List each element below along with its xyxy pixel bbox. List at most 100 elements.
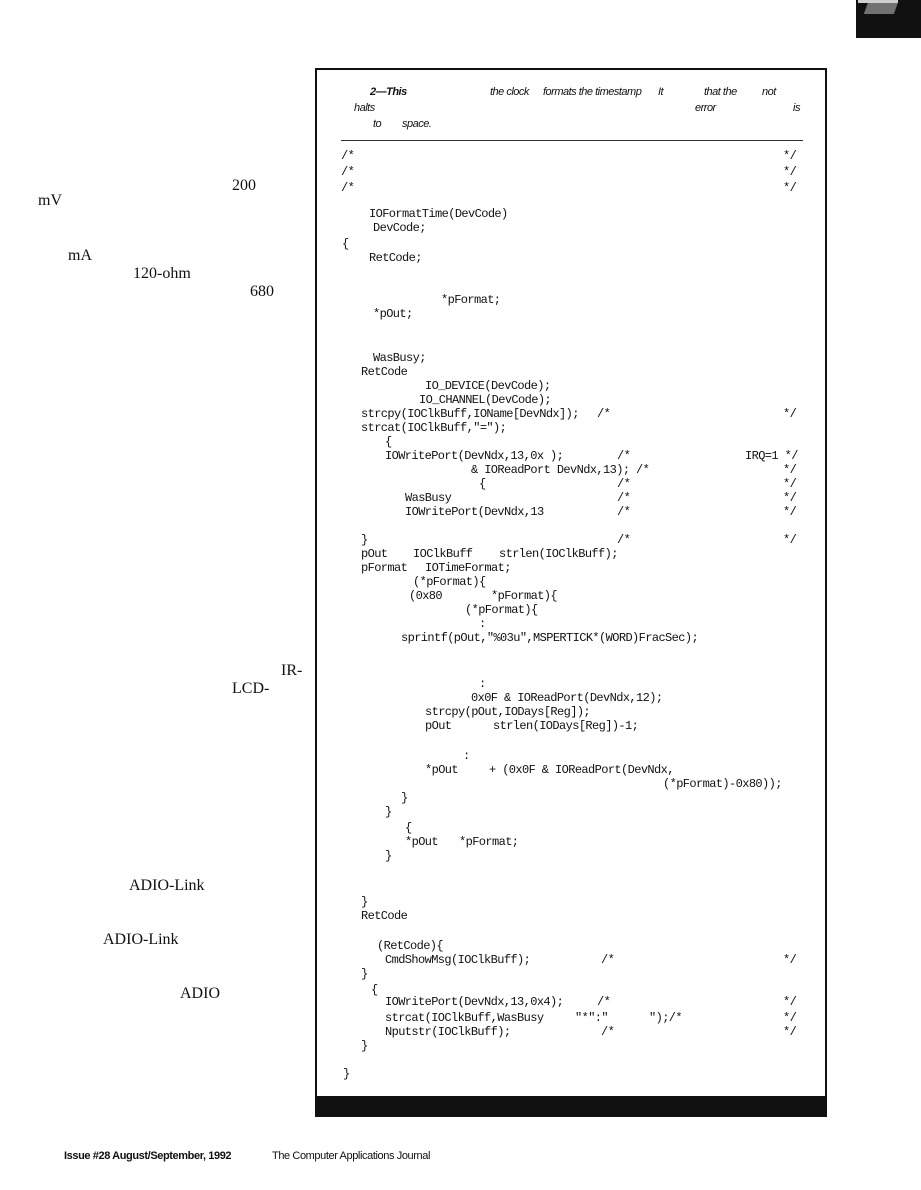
- code-fragment: }: [343, 1067, 350, 1081]
- code-fragment: DevCode;: [373, 221, 426, 235]
- code-fragment: }: [361, 1039, 368, 1053]
- left-column-fragment: ADIO-Link: [129, 877, 205, 894]
- code-fragment: */: [783, 1025, 797, 1039]
- code-fragment: {: [371, 983, 378, 997]
- code-fragment: (*pFormat)-0x80));: [663, 777, 782, 791]
- code-fragment: strcpy(IOClkBuff,IOName[DevNdx]);: [361, 407, 579, 421]
- code-fragment: IO_CHANNEL(DevCode);: [419, 393, 552, 407]
- code-fragment: /*: [617, 533, 631, 547]
- code-fragment: strlen(IOClkBuff);: [499, 547, 618, 561]
- code-fragment: */: [783, 463, 797, 477]
- code-fragment: */: [783, 477, 797, 491]
- code-fragment: */: [783, 995, 797, 1009]
- left-column-fragment: mA: [68, 247, 92, 264]
- code-fragment: */: [783, 491, 797, 505]
- code-fragment: (0x80: [409, 589, 443, 603]
- code-fragment: IOClkBuff: [413, 547, 473, 561]
- code-fragment: CmdShowMsg(IOClkBuff);: [385, 953, 531, 967]
- code-fragment: }: [361, 533, 368, 547]
- code-fragment: IOWritePort(DevNdx,13,0x4);: [385, 995, 564, 1009]
- caption-fragment: the clock: [490, 86, 529, 98]
- caption-fragment: 2—This: [370, 86, 407, 98]
- listing-caption: 2—This the clock formats the timestamp I…: [317, 70, 825, 140]
- code-fragment: (*pFormat){: [413, 575, 486, 589]
- code-fragment: sprintf(pOut,"%03u",MSPERTICK*(WORD)Frac…: [401, 631, 699, 645]
- code-fragment: & IOReadPort DevNdx,13); /*: [471, 463, 650, 477]
- code-fragment: :: [479, 617, 486, 631]
- footer-journal-title: The Computer Applications Journal: [272, 1150, 431, 1162]
- code-fragment: /*: [597, 995, 611, 1009]
- caption-fragment: space.: [402, 118, 432, 130]
- code-fragment: pFormat: [361, 561, 408, 575]
- caption-fragment: is: [793, 102, 800, 114]
- code-fragment: *pFormat;: [441, 293, 501, 307]
- left-column-fragment: mV: [38, 192, 62, 209]
- code-fragment: IOWritePort(DevNdx,13,0x );: [385, 449, 564, 463]
- code-fragment: */: [783, 149, 797, 163]
- code-fragment: */: [783, 953, 797, 967]
- code-fragment: pOut: [425, 719, 452, 733]
- code-fragment: {: [479, 477, 486, 491]
- left-column-fragment: IR-: [281, 662, 303, 679]
- code-fragment: /*: [601, 1025, 615, 1039]
- left-column-fragment: ADIO: [180, 985, 220, 1002]
- footer-issue: Issue #28 August/September, 1992: [64, 1150, 232, 1162]
- code-fragment: strcpy(pOut,IODays[Reg]);: [425, 705, 591, 719]
- code-fragment: /*: [617, 449, 631, 463]
- code-fragment: *pOut: [405, 835, 439, 849]
- code-fragment: {: [385, 435, 392, 449]
- left-column-fragment: 120-ohm: [133, 265, 191, 282]
- code-fragment: */: [783, 181, 797, 195]
- code-fragment: /*: [601, 953, 615, 967]
- code-fragment: */: [783, 505, 797, 519]
- code-fragment: ");/*: [649, 1011, 683, 1025]
- code-fragment: RetCode: [361, 909, 408, 923]
- code-fragment: pOut: [361, 547, 388, 561]
- code-fragment: */: [783, 533, 797, 547]
- left-column-fragment: LCD-: [232, 680, 270, 697]
- code-fragment: Nputstr(IOClkBuff);: [385, 1025, 511, 1039]
- code-fragment: IRQ=1 */: [745, 449, 798, 463]
- code-fragment: IOTimeFormat;: [425, 561, 511, 575]
- code-fragment: *pFormat;: [459, 835, 519, 849]
- caption-fragment: that the: [704, 86, 737, 98]
- caption-fragment: It: [658, 86, 664, 98]
- left-column-fragment: 680: [250, 283, 274, 300]
- code-fragment: WasBusy;: [373, 351, 426, 365]
- code-fragment: :: [463, 749, 470, 763]
- code-fragment: *pFormat){: [491, 589, 558, 603]
- code-fragment: strcat(IOClkBuff,"=");: [361, 421, 507, 435]
- code-fragment: }: [361, 967, 368, 981]
- left-column-fragment: ADIO-Link: [103, 931, 179, 948]
- code-fragment: RetCode;: [369, 251, 422, 265]
- code-fragment: IOWritePort(DevNdx,13: [405, 505, 544, 519]
- code-fragment: (RetCode){: [377, 939, 444, 953]
- code-fragment: "*":": [575, 1011, 609, 1025]
- code-fragment: + (0x0F & IOReadPort(DevNdx,: [489, 763, 674, 777]
- code-fragment: IOFormatTime(DevCode): [369, 207, 508, 221]
- code-fragment: /*: [597, 407, 611, 421]
- caption-fragment: formats the timestamp: [543, 86, 642, 98]
- caption-fragment: to: [373, 118, 382, 130]
- code-fragment: strlen(IODays[Reg])-1;: [493, 719, 639, 733]
- caption-divider: [341, 140, 803, 141]
- code-fragment: (*pFormat){: [465, 603, 538, 617]
- code-fragment: /*: [341, 181, 355, 195]
- code-fragment: /*: [341, 149, 355, 163]
- code-fragment: *pOut: [425, 763, 459, 777]
- caption-fragment: error: [695, 102, 716, 114]
- code-fragment: *pOut;: [373, 307, 413, 321]
- code-fragment: */: [783, 165, 797, 179]
- code-fragment: /*: [617, 491, 631, 505]
- code-fragment: /*: [341, 165, 355, 179]
- code-fragment: WasBusy: [405, 491, 452, 505]
- code-fragment: }: [385, 805, 392, 819]
- code-fragment: {: [405, 821, 412, 835]
- code-fragment: {: [342, 237, 349, 251]
- code-fragment: 0x0F & IOReadPort(DevNdx,12);: [471, 691, 663, 705]
- code-fragment: }: [385, 849, 392, 863]
- code-fragment: */: [783, 1011, 797, 1025]
- listing-bottom-bar: [315, 1096, 827, 1117]
- code-fragment: }: [361, 895, 368, 909]
- code-fragment: strcat(IOClkBuff,WasBusy: [385, 1011, 544, 1025]
